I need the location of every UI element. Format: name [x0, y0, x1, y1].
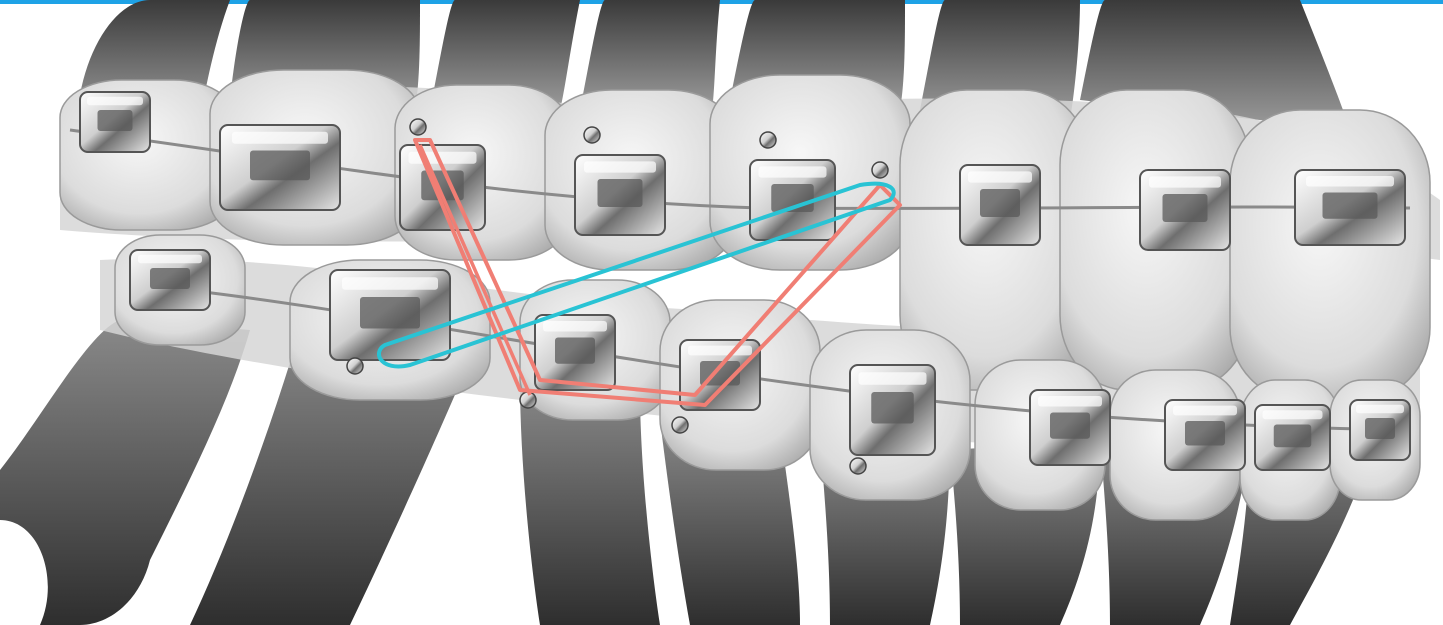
ball-hook — [672, 417, 688, 433]
upper-bracket — [80, 92, 150, 152]
bracket-slot — [1050, 413, 1090, 439]
bracket-highlight — [1038, 396, 1102, 407]
lower-bracket — [130, 250, 210, 310]
upper-bracket — [750, 160, 835, 240]
bracket-highlight — [1173, 406, 1237, 416]
bracket-slot — [360, 297, 420, 329]
lower-bracket — [1030, 390, 1110, 465]
bracket-slot — [980, 189, 1020, 217]
ball-hook — [760, 132, 776, 148]
upper-bracket — [1140, 170, 1230, 250]
bracket-highlight — [1306, 176, 1394, 187]
bracket-slot — [555, 338, 595, 364]
bracket-highlight — [584, 161, 656, 172]
bracket-highlight — [1149, 176, 1221, 187]
upper-tooth-crown — [1230, 110, 1430, 400]
bracket-slot — [150, 268, 190, 289]
upper-bracket — [220, 125, 340, 210]
bracket-highlight — [543, 321, 607, 332]
bracket-highlight — [688, 346, 752, 356]
bracket-highlight — [87, 97, 143, 105]
bracket-highlight — [138, 255, 202, 263]
bracket-highlight — [859, 372, 927, 385]
bracket-slot — [1185, 421, 1225, 446]
bracket-slot — [1365, 418, 1395, 439]
bracket-slot — [871, 392, 914, 424]
upper-bracket — [1295, 170, 1405, 245]
bracket-highlight — [1356, 405, 1404, 413]
lower-bracket — [1255, 405, 1330, 470]
upper-bracket — [575, 155, 665, 235]
ball-hook — [584, 127, 600, 143]
lower-bracket — [330, 270, 450, 360]
lower-bracket — [680, 340, 760, 410]
ball-hook — [850, 458, 866, 474]
upper-bracket — [400, 145, 485, 230]
bracket-highlight — [232, 132, 328, 144]
ball-hook — [410, 119, 426, 135]
bracket-slot — [1274, 425, 1312, 448]
ball-hook — [347, 358, 363, 374]
bracket-highlight — [1263, 410, 1323, 419]
bracket-slot — [1163, 194, 1208, 222]
lower-bracket — [1350, 400, 1410, 460]
bracket-highlight — [759, 166, 827, 177]
ball-hook — [872, 162, 888, 178]
lower-bracket — [1165, 400, 1245, 470]
upper-bracket — [960, 165, 1040, 245]
bracket-highlight — [968, 171, 1032, 182]
bracket-slot — [1323, 193, 1378, 219]
bracket-slot — [598, 179, 643, 207]
bracket-slot — [250, 151, 310, 181]
lower-bracket — [850, 365, 935, 455]
bracket-highlight — [342, 277, 438, 290]
bracket-slot — [98, 110, 133, 131]
